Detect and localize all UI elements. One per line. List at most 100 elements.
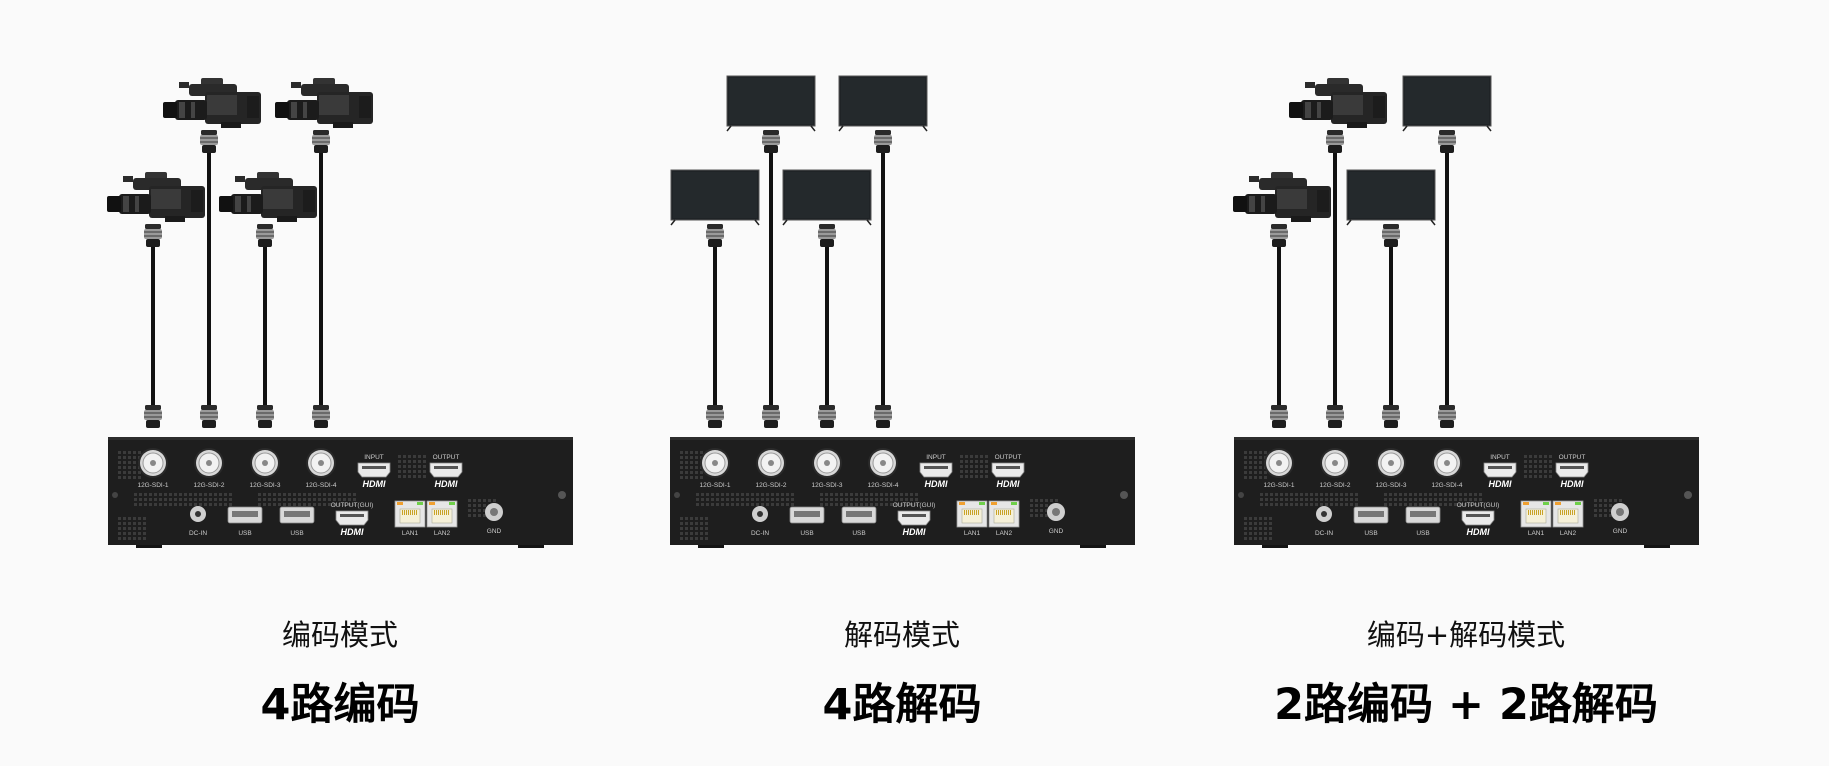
broadcast-camera-icon [1233,172,1331,222]
vent-grille [118,517,146,540]
tv-monitor-icon [670,169,760,226]
usb-label: USB [238,530,251,537]
gnd-label: GND [487,528,502,535]
hdmi-logo: HDMI [1561,479,1584,489]
sdi-port-label: 12G-SDI-2 [755,482,786,489]
bnc-connector-icon [256,405,274,428]
sdi-port [250,448,280,478]
sdi-port-label: 12G-SDI-2 [1319,482,1350,489]
screw-icon [1120,491,1128,499]
hdmi-logo: HDMI [925,479,948,489]
hdmi-port [919,462,953,478]
vent-grille [696,493,794,506]
output-label: OUTPUT [1559,454,1586,461]
sdi-port-label: 12G-SDI-4 [867,482,898,489]
mode-subtitle: 4路解码 [822,680,982,730]
bnc-connector-icon [1438,405,1456,428]
bnc-connector-icon [144,405,162,428]
tv-monitor-icon [726,75,816,132]
sdi-port-label: 12G-SDI-3 [249,482,280,489]
sdi-port [1432,448,1462,478]
sdi-port [756,448,786,478]
mode-title: 编码模式 [281,618,398,652]
vent-grille [680,517,708,540]
bnc-connector-icon [144,224,162,247]
bnc-connector-icon [200,405,218,428]
gnd-label: GND [1613,528,1628,535]
vent-grille [960,455,988,478]
mode-subtitle: 2路编码 + 2路解码 [1274,680,1658,730]
usb-port [1405,506,1441,524]
bnc-connector-icon [706,224,724,247]
broadcast-camera-icon [1289,78,1387,128]
bnc-connector-icon [706,405,724,428]
bnc-connector-icon [312,405,330,428]
output-gui-label: OUTPUT(GUI) [1457,502,1500,509]
tv-monitor-icon [1402,75,1492,132]
sdi-port [1320,448,1350,478]
hdmi-port [1483,462,1517,478]
mode-title: 解码模式 [843,618,960,652]
bnc-connector-icon [762,405,780,428]
lan1-label: LAN1 [402,530,419,537]
broadcast-camera-icon [219,172,317,222]
vent-grille [258,493,356,506]
usb-port [227,506,263,524]
bnc-connector-icon [256,224,274,247]
lan2-label: LAN2 [996,530,1013,537]
sdi-port-label: 12G-SDI-1 [137,482,168,489]
hdmi-logo: HDMI [435,479,458,489]
sdi-port-label: 12G-SDI-2 [193,482,224,489]
bnc-connector-icon [1382,224,1400,247]
hdmi-logo: HDMI [1467,527,1490,537]
vent-grille [1524,455,1552,478]
screw-icon [1238,492,1244,498]
dc-in-label: DC-IN [751,530,769,537]
bnc-connector-icon [1326,405,1344,428]
sdi-port [1376,448,1406,478]
usb-label: USB [852,530,865,537]
sdi-port [700,448,730,478]
input-label: INPUT [1490,454,1510,461]
tv-monitor-icon [1346,169,1436,226]
sdi-port-label: 12G-SDI-4 [1431,482,1462,489]
sdi-port [1264,448,1294,478]
sdi-port-label: 12G-SDI-3 [1375,482,1406,489]
hdmi-port [357,462,391,478]
gnd-label: GND [1049,528,1064,535]
usb-label: USB [800,530,813,537]
mode-subtitle: 4路编码 [260,680,420,730]
bnc-connector-icon [1270,405,1288,428]
sdi-port-label: 12G-SDI-1 [699,482,730,489]
lan-port [988,500,1020,528]
output-gui-label: OUTPUT(GUI) [893,502,936,509]
broadcast-camera-icon [163,78,261,128]
input-label: INPUT [364,454,384,461]
lan-port [394,500,426,528]
lan-port [426,500,458,528]
screw-icon [674,492,680,498]
sdi-port [868,448,898,478]
bnc-connector-icon [874,130,892,153]
screw-icon [112,492,118,498]
vent-grille [134,493,232,506]
screw-icon [558,491,566,499]
vent-grille [1244,451,1267,479]
bnc-connector-icon [1326,130,1344,153]
usb-label: USB [1416,530,1429,537]
hdmi-logo: HDMI [903,527,926,537]
output-label: OUTPUT [995,454,1022,461]
dc-in-label: DC-IN [1315,530,1333,537]
lan1-label: LAN1 [1528,530,1545,537]
bnc-connector-icon [1438,130,1456,153]
bnc-connector-icon [1270,224,1288,247]
bnc-connector-icon [200,130,218,153]
bnc-connector-icon [762,130,780,153]
lan-port [956,500,988,528]
